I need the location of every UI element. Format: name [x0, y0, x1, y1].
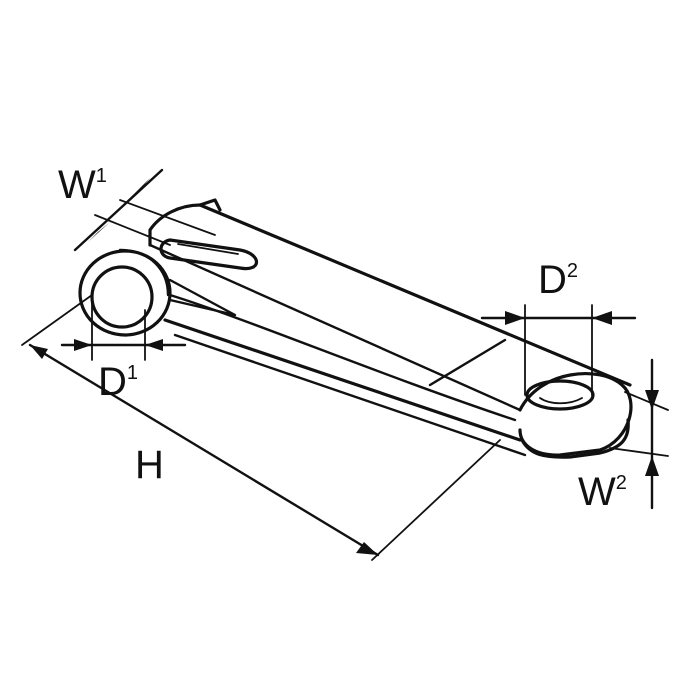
h-dim-line	[28, 343, 380, 557]
h-extension-right	[371, 439, 501, 561]
end-lug-hole-inner	[539, 397, 583, 405]
w2-arrow-bottom	[645, 456, 659, 476]
h-arrow-left	[30, 345, 48, 359]
dimension-h: H	[21, 294, 501, 561]
w2-label: W2	[578, 470, 627, 514]
clevis-slot	[159, 238, 259, 271]
h-label: H	[135, 443, 164, 487]
end-lug-hole	[525, 379, 595, 411]
d2-label: D2	[538, 258, 578, 302]
blade-step	[428, 338, 507, 387]
lever-part	[78, 198, 633, 459]
end-lug-lower	[520, 418, 630, 459]
strut-line-1	[168, 293, 517, 422]
w1-arrow-bottom	[88, 222, 110, 242]
d2-arrow-left	[505, 311, 525, 325]
d2-arrow-right	[592, 311, 612, 325]
dimension-d1: D1	[60, 299, 187, 404]
w2-extension-top	[624, 391, 669, 411]
pin-head-inner	[90, 265, 154, 329]
dimension-w1: W1	[58, 163, 216, 252]
w1-dim-line	[73, 168, 164, 252]
d1-label: D1	[98, 360, 138, 404]
clevis-rear	[198, 198, 222, 212]
clevis-top	[148, 203, 202, 247]
h-extension-left	[21, 294, 93, 346]
clevis-slot-inner	[177, 243, 239, 255]
w1-label: W1	[58, 163, 107, 207]
dimension-d2: D2	[480, 258, 637, 396]
w1-extension-top	[119, 199, 216, 236]
blade-bottom-edge	[173, 333, 527, 457]
w2-arrow-top	[645, 390, 659, 410]
blade-top-edge	[198, 203, 632, 387]
w1-arrow-top	[128, 178, 150, 200]
w2-extension-bottom	[609, 447, 669, 457]
d1-arrow-left	[74, 339, 92, 351]
h-arrow-right	[356, 542, 378, 555]
d1-arrow-right	[145, 339, 163, 351]
dimension-w2: W2	[578, 358, 669, 514]
blade-top-inner-edge	[148, 243, 522, 412]
strut-line-2	[168, 278, 237, 317]
blade-front-edge	[163, 318, 522, 442]
end-lug-outline	[518, 372, 633, 457]
pin-collar	[118, 248, 170, 297]
